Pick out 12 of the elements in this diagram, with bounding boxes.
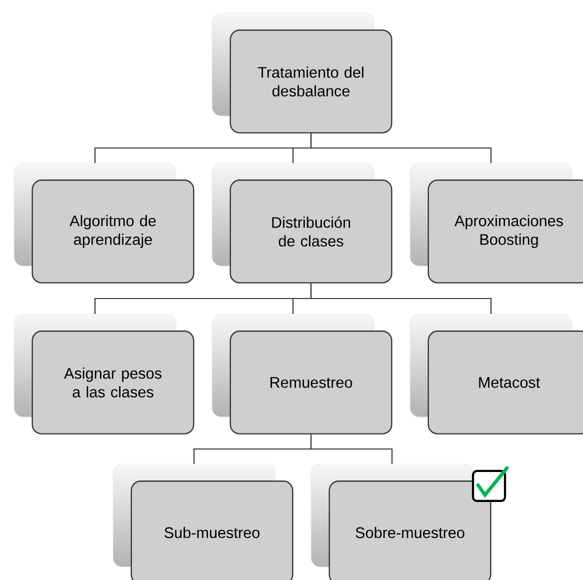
process-box: Remuestreo bbox=[212, 314, 392, 434]
connector bbox=[310, 133, 492, 163]
process-box: Sobre-muestreo bbox=[310, 464, 492, 580]
process-box: Tratamiento del desbalance bbox=[212, 12, 392, 134]
process-box: Algoritmo de aprendizaje bbox=[14, 162, 194, 284]
connector bbox=[310, 434, 393, 464]
process-box: Metacost bbox=[410, 314, 583, 434]
connector bbox=[310, 283, 492, 314]
process-box: Aproximaciones Boosting bbox=[410, 162, 583, 284]
process-box: Sub-muestreo bbox=[112, 464, 294, 580]
process-box: Distribución de clases bbox=[212, 162, 392, 284]
process-box: Asignar pesos a las clases bbox=[14, 314, 194, 434]
